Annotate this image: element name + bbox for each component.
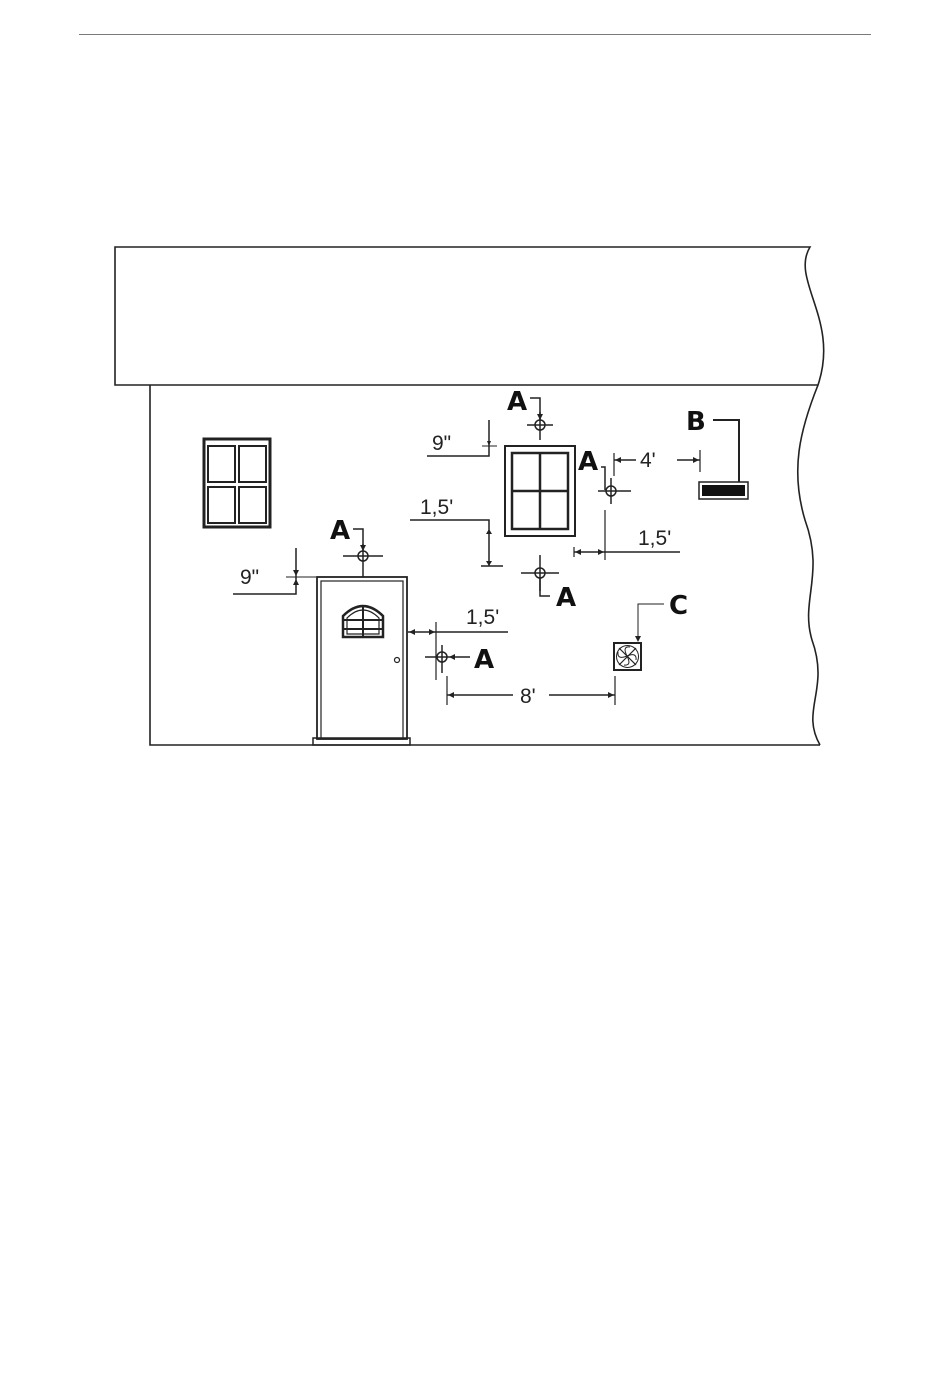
vent-target-beside-door <box>425 645 470 673</box>
callout-a-above-door: A <box>330 516 350 546</box>
dim-label-above-window: 9" <box>432 432 451 455</box>
dim-label-to-b: 4' <box>640 449 656 472</box>
dimension-to-b <box>614 450 700 476</box>
door <box>313 577 410 745</box>
vent-target-top-window <box>527 398 553 440</box>
center-window <box>505 446 575 536</box>
callout-a-beside-door: A <box>474 645 494 675</box>
callout-a-below-window: A <box>556 583 576 613</box>
dim-label-above-door: 9" <box>240 566 259 589</box>
callout-b: B <box>686 407 706 437</box>
dim-label-beside-door: 1,5' <box>466 606 499 629</box>
left-window <box>204 439 270 527</box>
roof-fascia <box>115 247 824 385</box>
callout-a-right-window: A <box>578 447 598 477</box>
callout-c: C <box>669 591 688 621</box>
dimension-below-window <box>410 520 503 566</box>
air-supply-inlet <box>699 420 748 499</box>
dim-label-below-window: 1,5' <box>420 496 453 519</box>
callout-a-top-window: A <box>507 387 527 417</box>
dim-label-to-c: 8' <box>520 685 536 708</box>
vent-target-below-window <box>521 555 559 596</box>
exhaust-fan-icon <box>614 604 664 670</box>
dim-label-right-of-window: 1,5' <box>638 527 671 550</box>
